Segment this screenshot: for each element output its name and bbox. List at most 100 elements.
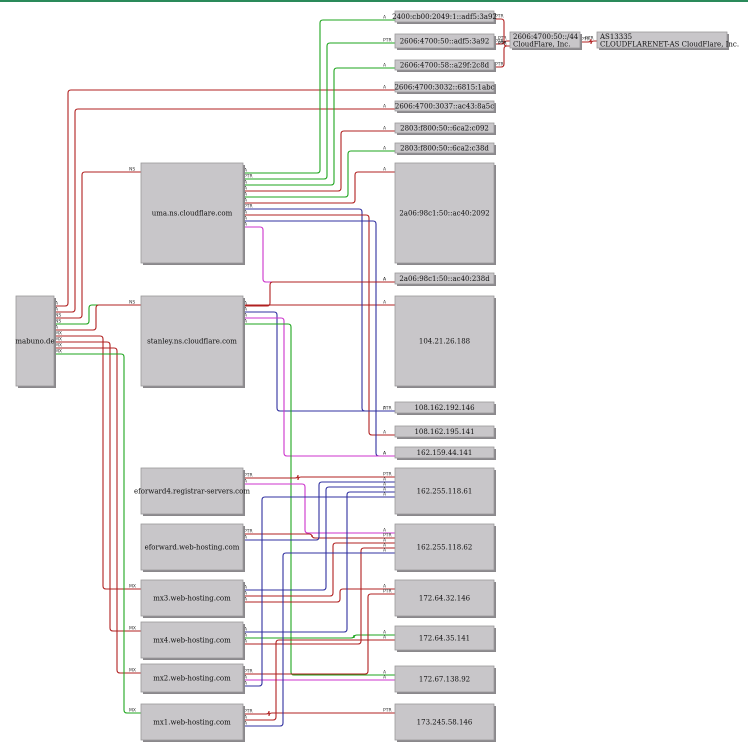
node-eforward4[interactable]: eforward4.registrar-servers.com xyxy=(134,467,250,516)
edge-label: A xyxy=(383,430,387,436)
node-box xyxy=(394,703,495,741)
node-v6-6[interactable]: 2803:f800:50::6ca2:c092 xyxy=(394,122,496,135)
node-root[interactable]: mabuno.de xyxy=(15,295,56,388)
node-v6-8[interactable]: 2a06:98c1:50::ac40:2092 xyxy=(394,162,496,265)
node-box xyxy=(394,579,495,617)
node-v6-9[interactable]: 2a06:98c1:50::ac40:238d xyxy=(394,272,496,286)
nodes-layer: mabuno.de uma.ns.cloudflare.com stanley.ns… xyxy=(15,10,739,742)
node-label: 104.21.26.188 xyxy=(419,338,470,346)
node-box xyxy=(140,703,244,741)
edge-label: MX xyxy=(129,626,136,632)
edge-source-label: PTR xyxy=(495,14,504,20)
node-v6-5[interactable]: 2606:4700:3037::ac43:8a5c xyxy=(394,100,496,113)
edge-label: A xyxy=(383,482,387,488)
node-box xyxy=(394,425,495,438)
edge-source-label: PTR xyxy=(495,62,504,68)
node-ip8[interactable]: 172.64.35.141 xyxy=(394,625,496,652)
node-stanley[interactable]: stanley.ns.cloudflare.com xyxy=(140,295,245,388)
node-eforward[interactable]: eforward.web-hosting.com xyxy=(140,523,245,572)
node-label: AS13335 xyxy=(599,33,632,41)
node-v6-3[interactable]: 2606:4700:58::a29f:2c8d xyxy=(394,59,496,72)
node-label: CLOUDFLARENET-AS CloudFlare, Inc. xyxy=(600,40,739,48)
edge-label: A xyxy=(383,670,387,676)
node-label: 2803:f800:50::6ca2:c38d xyxy=(400,145,489,153)
node-label: uma.ns.cloudflare.com xyxy=(152,210,233,218)
edge-source-label: A xyxy=(244,479,248,485)
edge-label: PTR xyxy=(383,589,392,595)
edge-label: A xyxy=(383,104,387,110)
edge-label: MX xyxy=(129,668,136,674)
edge-label: NS xyxy=(129,167,135,173)
edge-label: A xyxy=(383,543,387,549)
node-label: eforward.web-hosting.com xyxy=(145,544,240,552)
edge-source-label: A xyxy=(244,715,248,721)
edge-label: A xyxy=(383,85,387,91)
node-box xyxy=(140,663,244,693)
edge-mx1-ip8 xyxy=(243,639,395,721)
edge-label: PTR xyxy=(498,36,507,42)
node-ip9[interactable]: 172.67.138.92 xyxy=(394,665,496,694)
node-v6-7[interactable]: 2803:f800:50::6ca2:c38d xyxy=(394,142,496,155)
edge-root-mx2 xyxy=(54,347,141,674)
edge-mx4-ip8 xyxy=(243,634,395,639)
edge-label: A xyxy=(383,630,387,636)
node-ip2[interactable]: 108.162.192.146 xyxy=(394,401,496,415)
edges-layer: AAAANSNSNSNSAAMXMXMXMXMXMXMXMXAAPTRPTRAA… xyxy=(54,14,597,727)
edge-root-mx1 xyxy=(54,353,141,714)
edge-uma-ip4 xyxy=(243,220,395,457)
node-mx3[interactable]: mx3.web-hosting.com xyxy=(140,579,245,618)
node-label: mx1.web-hosting.com xyxy=(153,719,231,727)
node-ip10[interactable]: 173.245.58.146 xyxy=(394,703,496,742)
edge-label: A xyxy=(383,538,387,544)
edge-root-uma xyxy=(54,171,141,319)
edge-source-label: A xyxy=(244,186,248,192)
edge-source-label: A xyxy=(244,319,248,325)
node-ip4[interactable]: 162.159.44.141 xyxy=(394,446,496,460)
edge-source-label: PTR xyxy=(495,39,504,45)
node-box xyxy=(140,621,244,659)
edge-source-label: A xyxy=(244,301,248,307)
node-v6-4[interactable]: 2606:4700:3032::6815:1abc xyxy=(394,81,496,94)
node-ip3[interactable]: 108.162.195.141 xyxy=(394,425,496,439)
edge-label: NS xyxy=(129,300,135,306)
edge-uma-v6_7 xyxy=(243,150,395,198)
node-label: 2606:4700:3032::6815:1abc xyxy=(394,84,494,92)
node-mx2[interactable]: mx2.web-hosting.com xyxy=(140,663,245,694)
edge-label: A xyxy=(383,477,387,483)
node-v6-1[interactable]: 2400:cb00:2049:1::adf5:3a92 xyxy=(392,10,497,24)
edge-label: A xyxy=(383,277,387,283)
node-ip6[interactable]: 162.255.118.62 xyxy=(394,523,496,572)
edge-mx1-ip10 xyxy=(243,710,395,717)
node-ip5[interactable]: 162.255.118.61 xyxy=(394,467,496,516)
edge-label: PTR xyxy=(383,533,392,539)
node-label: 173.245.58.146 xyxy=(417,719,473,727)
node-ip1[interactable]: 104.21.26.188 xyxy=(394,295,496,388)
node-ip7[interactable]: 172.64.32.146 xyxy=(394,579,496,618)
node-box xyxy=(394,100,495,112)
edge-source-label: A xyxy=(244,639,248,645)
edge-source-label: PTR xyxy=(244,529,253,535)
node-mx4[interactable]: mx4.web-hosting.com xyxy=(140,621,245,660)
edge-label: A xyxy=(383,167,387,173)
node-box xyxy=(15,295,55,387)
node-box xyxy=(394,59,495,71)
edge-root-mx3 xyxy=(54,335,141,590)
node-label: 172.67.138.92 xyxy=(419,676,470,684)
edge-stanley-ip4 xyxy=(243,317,395,457)
edge-root-stanley xyxy=(54,304,141,325)
node-mx1[interactable]: mx1.web-hosting.com xyxy=(140,703,245,742)
edge-source-label: MX xyxy=(55,343,62,349)
edge-source-label: A xyxy=(244,210,248,216)
node-v6-2[interactable]: 2606:4700:50::adf5:3a92 xyxy=(394,33,496,50)
node-box xyxy=(140,467,244,515)
edge-label: A xyxy=(383,635,387,641)
node-label: mabuno.de xyxy=(15,338,54,346)
edge-uma-v6_1 xyxy=(243,19,395,174)
edge-source-label: A xyxy=(244,307,248,313)
node-box xyxy=(394,625,495,651)
edge-mx4-ip6 xyxy=(243,547,395,645)
node-uma[interactable]: uma.ns.cloudflare.com xyxy=(140,162,245,265)
edge-label: A xyxy=(383,675,387,681)
